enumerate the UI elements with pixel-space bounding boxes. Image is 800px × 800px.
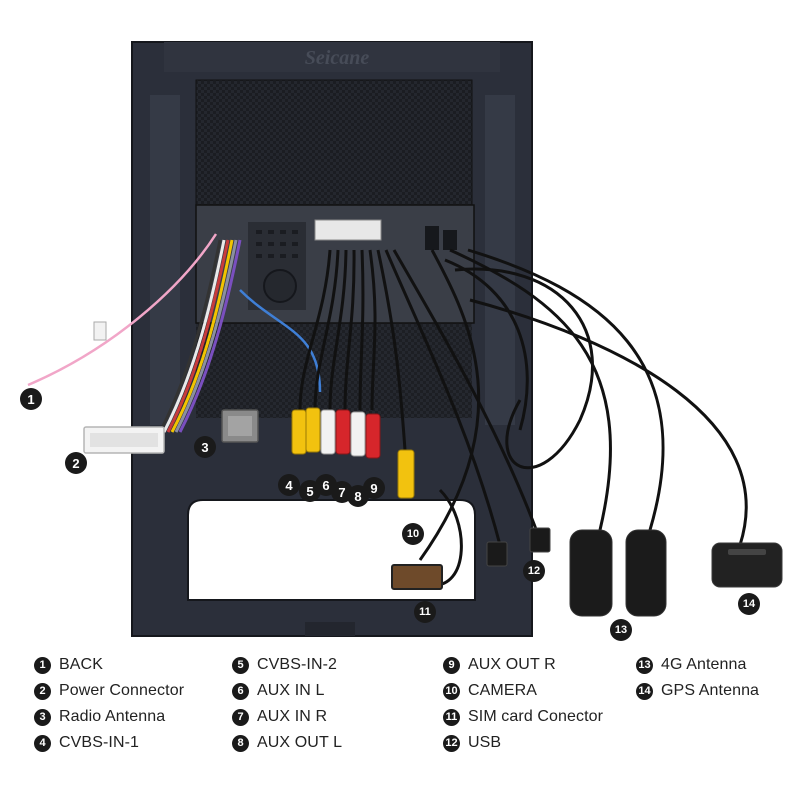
- legend-label: AUX IN L: [257, 682, 325, 699]
- legend-label: BACK: [59, 656, 103, 673]
- legend-label: CAMERA: [468, 682, 538, 699]
- legend-number: 9: [443, 656, 460, 674]
- legend-number: 12: [443, 734, 460, 752]
- harness-wires: [158, 239, 242, 433]
- rca-plug-aux-out-r: [365, 413, 381, 459]
- left-rail: [150, 95, 180, 425]
- legend-column-4: 13 4G Antenna 14 GPS Antenna: [636, 652, 759, 704]
- legend-number: 11: [443, 708, 460, 726]
- bottom-notch: [305, 622, 355, 636]
- 4g-antenna-1: [569, 529, 613, 617]
- back-wire: [27, 233, 218, 387]
- 4g-antenna-2: [625, 529, 667, 617]
- cooling-fan: [263, 269, 297, 303]
- callout-10: 10: [402, 523, 424, 545]
- legend-number: 14: [636, 682, 653, 700]
- legend-label: CVBS-IN-1: [59, 734, 140, 751]
- legend-item: 11 SIM card Conector: [443, 704, 603, 730]
- antenna-port-2: [443, 230, 457, 250]
- rca-plug-cvbs-in-2: [305, 407, 321, 453]
- gps-antenna-label: [728, 549, 766, 555]
- legend-label: USB: [468, 734, 502, 751]
- camera-rca-plug: [397, 449, 415, 499]
- legend-number: 1: [34, 656, 51, 674]
- legend-item: 5 CVBS-IN-2: [232, 652, 342, 678]
- grille-slots: [256, 230, 298, 258]
- radio-antenna-face: [228, 416, 252, 436]
- legend-item: 6 AUX IN L: [232, 678, 342, 704]
- legend-item: 3 Radio Antenna: [34, 704, 184, 730]
- legend-label: 4G Antenna: [661, 656, 747, 673]
- legend-item: 7 AUX IN R: [232, 704, 342, 730]
- brand-logo: Seicane: [305, 47, 370, 69]
- legend-number: 7: [232, 708, 249, 726]
- legend-label: AUX OUT L: [257, 734, 343, 751]
- rca-plug-cvbs-in-1: [291, 409, 307, 455]
- legend-item: 10 CAMERA: [443, 678, 603, 704]
- carbon-panel: [195, 79, 473, 209]
- radio-back-panel-illustration: Seicane: [27, 41, 783, 637]
- legend-item: 4 CVBS-IN-1: [34, 730, 184, 756]
- power-connector-slot: [90, 433, 158, 447]
- callout-11: 11: [414, 601, 436, 623]
- callout-13: 13: [610, 619, 632, 641]
- legend-item: 1 BACK: [34, 652, 184, 678]
- callout-2: 2: [65, 452, 87, 474]
- back-wire-tag: [93, 321, 107, 341]
- legend-number: 4: [34, 734, 51, 752]
- legend-column-2: 5 CVBS-IN-2 6 AUX IN L 7 AUX IN R 8 AUX OUT …: [232, 652, 342, 756]
- frame-top-lip: [164, 42, 500, 72]
- legend-number: 8: [232, 734, 249, 752]
- rca-plug-aux-in-l: [320, 409, 336, 455]
- legend-item: 8 AUX OUT L: [232, 730, 342, 756]
- legend-item: 13 4G Antenna: [636, 652, 759, 678]
- legend-label: AUX IN R: [257, 708, 328, 725]
- top-connector-block: [314, 219, 382, 241]
- usb-plug-2: [529, 527, 551, 553]
- legend-label: Radio Antenna: [59, 708, 166, 725]
- legend-item: 9 AUX OUT R: [443, 652, 603, 678]
- callout-3: 3: [194, 436, 216, 458]
- legend-item: 12 USB: [443, 730, 603, 756]
- legend-number: 10: [443, 682, 460, 700]
- black-cable-bundle: [298, 248, 748, 561]
- legend-number: 2: [34, 682, 51, 700]
- callout-14: 14: [738, 593, 760, 615]
- rca-plug-aux-out-l: [350, 411, 366, 457]
- callout-12: 12: [523, 560, 545, 582]
- callout-1: 1: [20, 388, 42, 410]
- rca-plugs: [291, 407, 381, 459]
- legend-label: SIM card Conector: [468, 708, 604, 725]
- legend-label: AUX OUT R: [468, 656, 556, 673]
- legend-label: GPS Antenna: [661, 682, 760, 699]
- legend-item: 2 Power Connector: [34, 678, 184, 704]
- legend-number: 5: [232, 656, 249, 674]
- sim-card-connector: [391, 564, 443, 590]
- legend-number: 13: [636, 656, 653, 674]
- callout-9: 9: [363, 477, 385, 499]
- legend-number: 3: [34, 708, 51, 726]
- callout-4: 4: [278, 474, 300, 496]
- usb-plug-1: [486, 541, 508, 567]
- legend-label: Power Connector: [59, 682, 185, 699]
- antenna-port: [425, 226, 439, 250]
- legend-label: CVBS-IN-2: [257, 656, 338, 673]
- legend-number: 6: [232, 682, 249, 700]
- legend-item: 14 GPS Antenna: [636, 678, 759, 704]
- rca-plug-aux-in-r: [335, 409, 351, 455]
